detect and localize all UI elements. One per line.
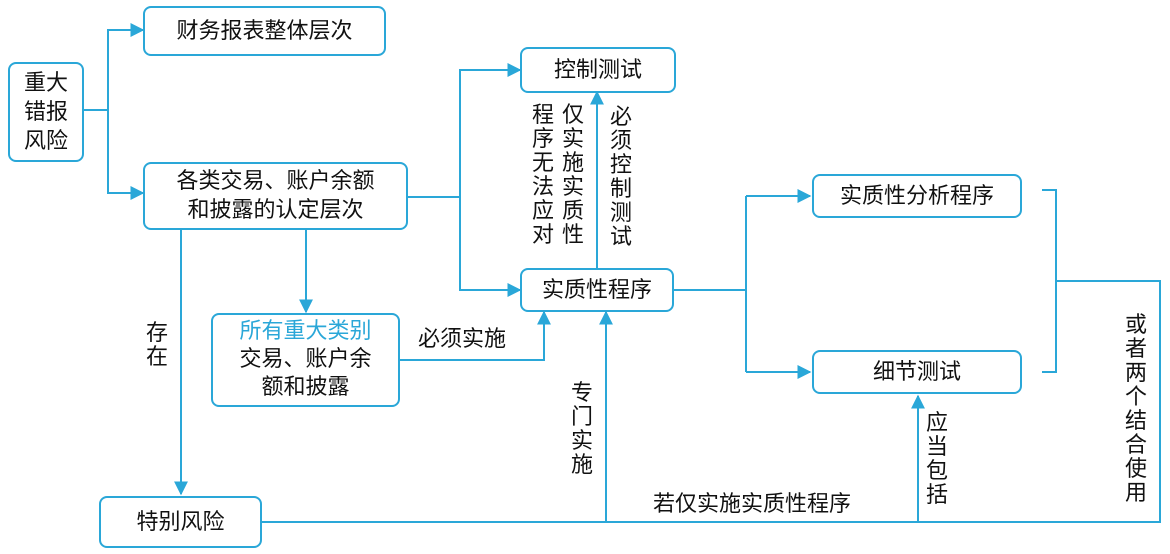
node-text: 实质性程序 [541, 277, 652, 303]
node-all-material-classes: 所有重大类别 交易、账户余 额和披露 [211, 313, 400, 407]
node-text: 财务报表整体层次 [176, 18, 353, 44]
edge-significant-bottom [262, 280, 1161, 523]
label-must-implement: 必须实施 [418, 327, 507, 352]
node-fs-overall-level: 财务报表整体层次 [143, 6, 386, 56]
label-or-combined: 或者两个结合使用 [1124, 313, 1147, 506]
node-substantive-procedure: 实质性程序 [520, 268, 674, 312]
node-assertion-level: 各类交易、账户余额 和披露的认定层次 [143, 162, 408, 230]
edge-must-implement [400, 310, 551, 361]
node-text-line: 额和披露 [261, 375, 350, 400]
edge-assertion-to-substantive [459, 197, 522, 297]
node-material-misstatement-risk: 重大 错报 风险 [8, 62, 84, 162]
node-detail-test: 细节测试 [812, 350, 1022, 394]
node-text: 实质性分析程序 [839, 183, 994, 209]
node-text: 控制测试 [553, 57, 642, 83]
edge-assertion-to-control [408, 63, 522, 198]
node-text-line: 错报 [23, 99, 68, 125]
node-text-highlight: 所有重大类别 [239, 319, 372, 344]
label-should-include: 应当包括 [925, 411, 948, 508]
node-control-test: 控制测试 [520, 47, 676, 93]
node-text-line: 各类交易、账户余额 [176, 169, 375, 194]
label-procedure-cannot-respond: 程序无法应对 [531, 103, 554, 248]
node-text-line: 风险 [23, 128, 68, 154]
label-must-control-test: 必须控制测试 [609, 105, 632, 250]
node-text-line: 重大 [23, 70, 68, 96]
node-significant-risk: 特别风险 [99, 496, 262, 548]
brace-right [1042, 189, 1057, 373]
label-special-implement: 专门实施 [570, 381, 593, 478]
edge-risk-to-assertion [107, 110, 145, 200]
node-text-line: 交易、账户余 [239, 347, 372, 372]
label-if-only-substantive: 若仅实施实质性程序 [653, 492, 852, 517]
node-text: 细节测试 [872, 359, 961, 385]
label-only-substantive: 仅实施实质性 [561, 103, 584, 248]
label-exists: 存在 [145, 321, 168, 370]
node-text-line: 和披露的认定层次 [187, 198, 364, 223]
node-substantive-analytical: 实质性分析程序 [812, 174, 1022, 218]
edge-risk-to-fs [84, 23, 145, 111]
node-text: 特别风险 [136, 509, 225, 535]
